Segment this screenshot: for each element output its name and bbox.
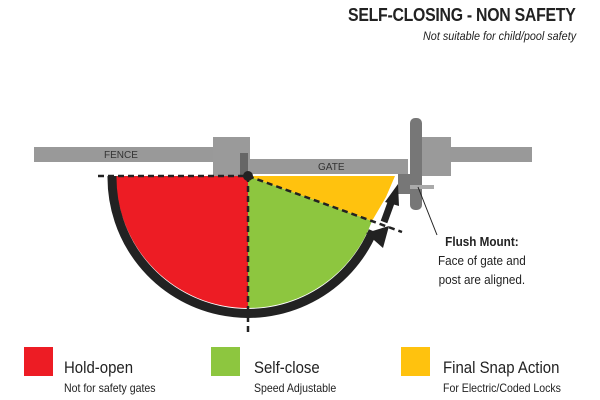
legend-item-self-close: Self-close Speed Adjustable: [254, 358, 336, 395]
hold-open-zone: [116, 176, 248, 308]
fence-bar: [34, 147, 214, 162]
latch-catch: [398, 174, 410, 194]
flush-mount-note: Flush Mount: Face of gate and post are a…: [438, 232, 526, 289]
right-fence-bar: [450, 147, 532, 162]
legend-swatch-hold-open: [24, 347, 53, 376]
latch-icon: [410, 118, 422, 210]
gate-bar: [250, 159, 408, 174]
legend-swatch-self-close: [211, 347, 240, 376]
legend-label: Final Snap Action: [443, 358, 560, 377]
closing-arc: [107, 175, 378, 318]
callout-line: [417, 186, 438, 236]
legend-sublabel: Not for safety gates: [64, 381, 156, 395]
arrowhead-icon: [366, 226, 389, 248]
legend-sublabel: For Electric/Coded Locks: [443, 381, 561, 395]
hinge-pivot: [243, 171, 253, 181]
legend-label: Self-close: [254, 358, 320, 377]
gate-label: GATE: [318, 162, 345, 173]
legend-label: Hold-open: [64, 358, 134, 377]
arrowhead-icon: [385, 184, 399, 206]
legend-item-snap-action: Final Snap Action For Electric/Coded Loc…: [443, 358, 561, 395]
legend-sublabel: Speed Adjustable: [254, 381, 337, 395]
self-close-zone: [248, 176, 372, 308]
page-title: SELF-CLOSING - NON SAFETY: [348, 5, 577, 25]
page-subtitle: Not suitable for child/pool safety: [422, 29, 576, 43]
snap-threshold-line: [247, 174, 403, 234]
snap-arc: [380, 198, 396, 224]
legend-item-hold-open: Hold-open Not for safety gates: [64, 358, 156, 395]
snap-action-zone: [248, 176, 395, 221]
note-line1: Face of gate and: [438, 253, 526, 268]
legend-swatch-snap-action: [401, 347, 430, 376]
fence-label: FENCE: [104, 150, 138, 161]
hinge-icon: [240, 153, 248, 175]
latch-bracket: [404, 185, 434, 189]
note-line2: post are aligned.: [438, 272, 526, 287]
note-title: Flush Mount:: [445, 234, 519, 249]
